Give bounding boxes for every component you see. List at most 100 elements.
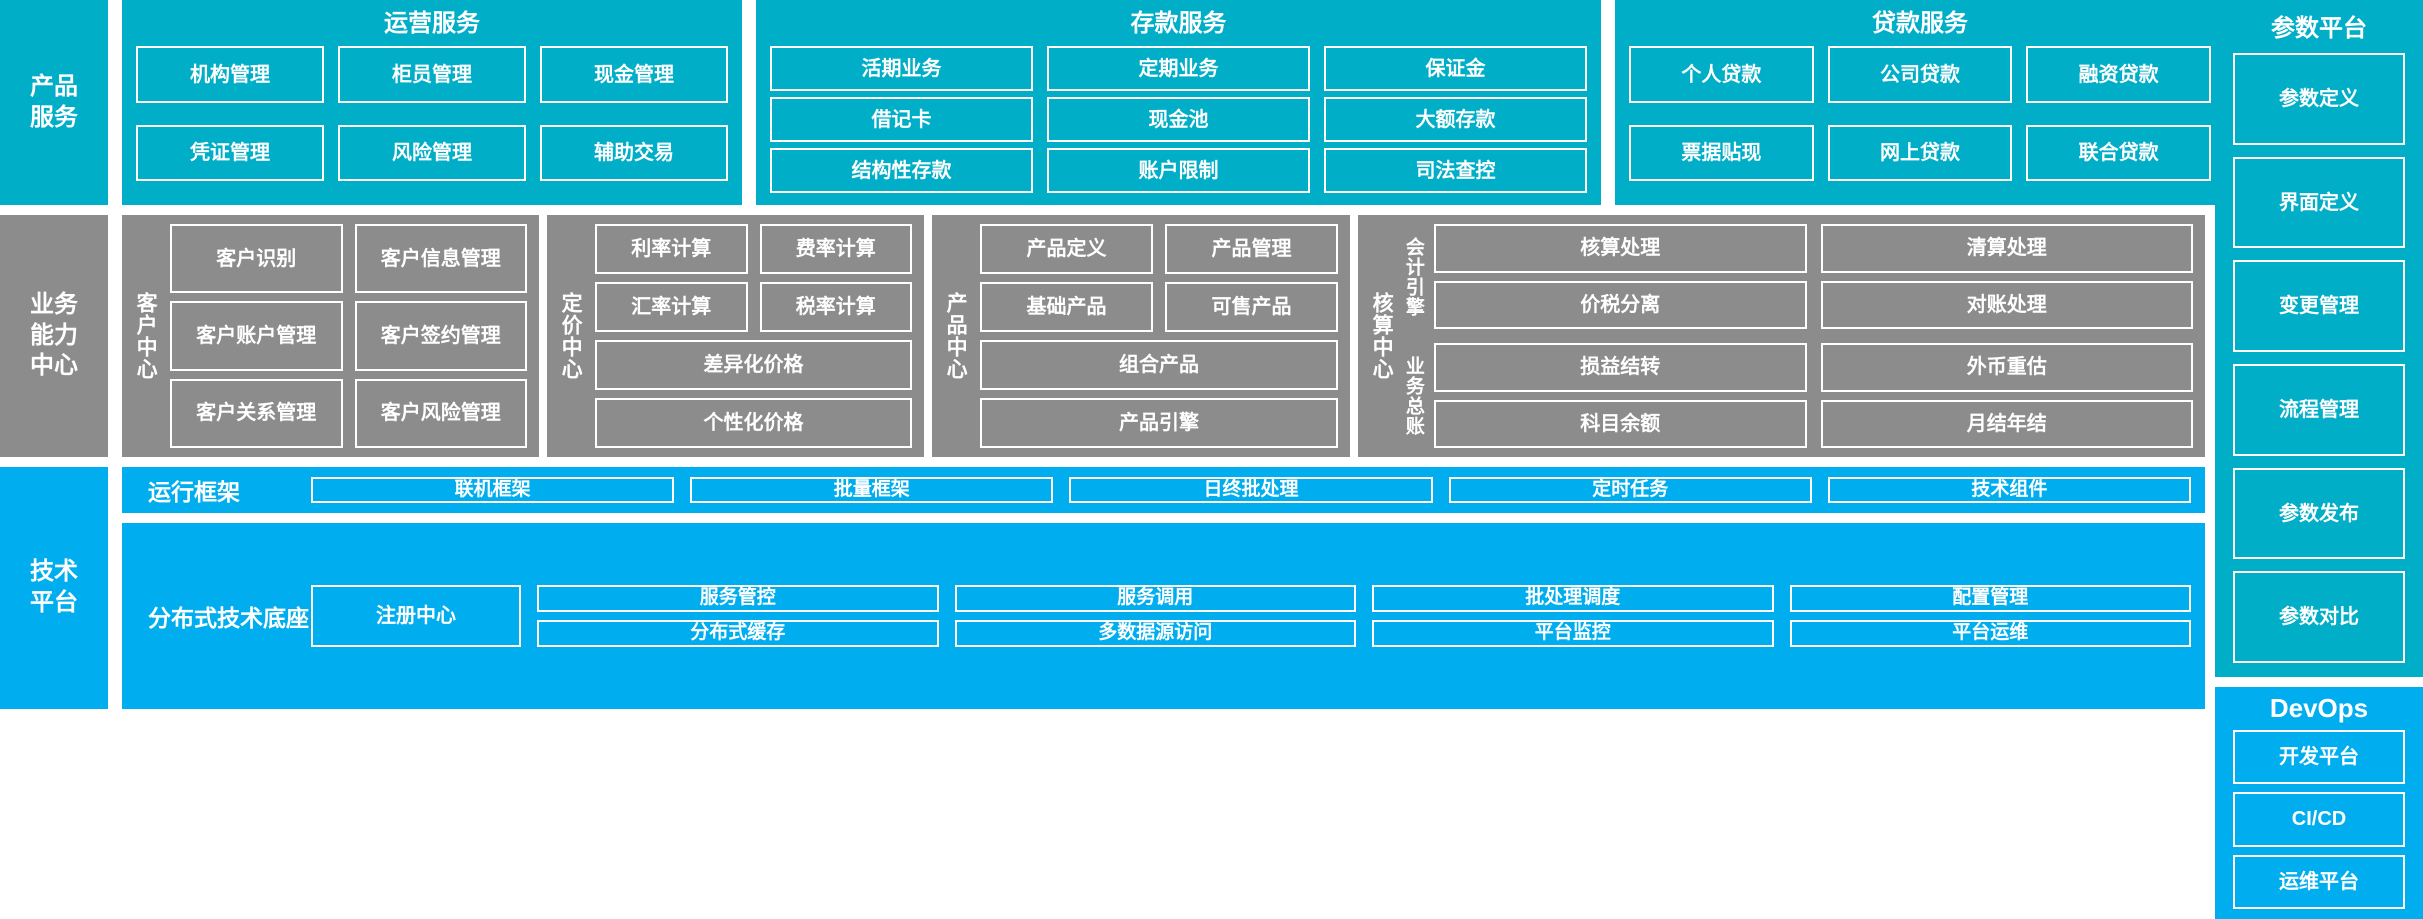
tech-box[interactable]: 多数据源访问 bbox=[954, 620, 1356, 647]
capability-box[interactable]: 价税分离 bbox=[1434, 280, 1807, 329]
service-box[interactable]: 司法查控 bbox=[1324, 148, 1587, 194]
technology-bands: 运行框架 联机框架 批量框架 日终批处理 定时任务 bbox=[122, 467, 2205, 709]
group-title-loan: 贷款服务 bbox=[1872, 10, 1968, 37]
service-box[interactable]: 联合贷款 bbox=[2026, 124, 2212, 182]
general-ledger-grid: 损益结转 外币重估 科目余额 月结年结 bbox=[1434, 343, 2193, 448]
capability-box[interactable]: 客户风险管理 bbox=[354, 378, 527, 448]
center-row: 损益结转 外币重估 bbox=[1434, 343, 2193, 392]
capability-box[interactable]: 产品管理 bbox=[1165, 224, 1338, 274]
capability-box[interactable]: 客户账户管理 bbox=[170, 301, 343, 371]
capability-box[interactable]: 税率计算 bbox=[759, 282, 912, 332]
center-row: 客户账户管理 客户签约管理 bbox=[170, 301, 527, 371]
main-stack: 产品服务 运营服务 机构管理 柜员管理 现金管理 凭证管理 风险管理 辅助交易 bbox=[0, 0, 2225, 709]
capability-box[interactable]: 科目余额 bbox=[1434, 399, 1807, 448]
capability-centers: 客户中心 客户识别 客户信息管理 客户账户管理 客户签约管理 客户关系管理 客户 bbox=[122, 215, 2205, 457]
parameter-box[interactable]: 参数对比 bbox=[2233, 571, 2405, 664]
devops-box[interactable]: CI/CD bbox=[2233, 792, 2405, 847]
subgroup-label-accounting-engine: 会计引擎 bbox=[1402, 236, 1424, 317]
service-box[interactable]: 结构性存款 bbox=[770, 148, 1033, 194]
center-customer: 客户中心 客户识别 客户信息管理 客户账户管理 客户签约管理 客户关系管理 客户 bbox=[122, 215, 539, 457]
capability-box[interactable]: 对账处理 bbox=[1820, 280, 2193, 329]
capability-box[interactable]: 组合产品 bbox=[980, 340, 1338, 390]
capability-box[interactable]: 利率计算 bbox=[595, 224, 748, 274]
capability-box[interactable]: 客户关系管理 bbox=[170, 378, 343, 448]
service-group-loan: 贷款服务 个人贷款 公司贷款 融资贷款 票据贴现 网上贷款 联合贷款 bbox=[1615, 0, 2225, 205]
service-box[interactable]: 机构管理 bbox=[136, 46, 324, 103]
center-label-customer: 客户中心 bbox=[134, 292, 158, 380]
tech-col: 服务调用 多数据源访问 bbox=[954, 585, 1356, 647]
service-box[interactable]: 凭证管理 bbox=[136, 124, 324, 182]
tech-box[interactable]: 配置管理 bbox=[1789, 585, 2191, 612]
capability-box[interactable]: 外币重估 bbox=[1820, 343, 2193, 392]
parameter-box[interactable]: 流程管理 bbox=[2233, 364, 2405, 456]
capability-box[interactable]: 核算处理 bbox=[1434, 224, 1807, 273]
capability-box[interactable]: 损益结转 bbox=[1434, 343, 1807, 392]
tech-box-registry[interactable]: 注册中心 bbox=[311, 585, 521, 647]
center-row: 科目余额 月结年结 bbox=[1434, 399, 2193, 448]
panel-title-parameter-platform: 参数平台 bbox=[2271, 15, 2367, 42]
capability-box[interactable]: 基础产品 bbox=[980, 282, 1153, 332]
service-box[interactable]: 辅助交易 bbox=[540, 124, 728, 182]
service-box[interactable]: 个人贷款 bbox=[1629, 46, 1814, 103]
tech-box[interactable]: 技术组件 bbox=[1827, 476, 2192, 504]
service-box[interactable]: 融资贷款 bbox=[2026, 46, 2212, 103]
panel-parameter-platform: 参数平台 参数定义 界面定义 变更管理 流程管理 参数发布 参数对比 bbox=[2215, 0, 2423, 677]
capability-box[interactable]: 客户签约管理 bbox=[354, 301, 527, 371]
tech-box[interactable]: 分布式缓存 bbox=[537, 620, 939, 647]
center-pricing: 定价中心 利率计算 费率计算 汇率计算 税率计算 差异化价格 bbox=[547, 215, 924, 457]
capability-box[interactable]: 费率计算 bbox=[759, 224, 912, 274]
service-box[interactable]: 借记卡 bbox=[770, 97, 1033, 143]
parameter-box[interactable]: 参数定义 bbox=[2233, 53, 2405, 145]
service-box[interactable]: 柜员管理 bbox=[338, 46, 526, 103]
service-box[interactable]: 票据贴现 bbox=[1629, 124, 1814, 182]
tech-box[interactable]: 批处理调度 bbox=[1372, 585, 1774, 612]
service-box[interactable]: 网上贷款 bbox=[1827, 124, 2013, 182]
service-row: 凭证管理 风险管理 辅助交易 bbox=[136, 124, 728, 182]
parameter-box[interactable]: 参数发布 bbox=[2233, 467, 2405, 560]
center-row: 客户识别 客户信息管理 bbox=[170, 224, 527, 294]
tech-box[interactable]: 批量框架 bbox=[690, 476, 1054, 504]
center-label-pricing: 定价中心 bbox=[559, 292, 583, 380]
devops-box[interactable]: 开发平台 bbox=[2233, 730, 2405, 785]
devops-box[interactable]: 运维平台 bbox=[2233, 854, 2405, 909]
capability-box[interactable]: 产品定义 bbox=[980, 224, 1153, 274]
tech-col: 联机框架 bbox=[311, 476, 675, 504]
capability-box[interactable]: 差异化价格 bbox=[595, 340, 912, 390]
parameter-box[interactable]: 界面定义 bbox=[2233, 156, 2405, 249]
service-group-operation: 运营服务 机构管理 柜员管理 现金管理 凭证管理 风险管理 辅助交易 bbox=[122, 0, 742, 205]
tech-box[interactable]: 定时任务 bbox=[1448, 476, 1812, 504]
tech-box[interactable]: 平台监控 bbox=[1372, 620, 1774, 647]
tech-col: 日终批处理 bbox=[1069, 476, 1433, 504]
service-box[interactable]: 活期业务 bbox=[770, 46, 1033, 92]
service-box[interactable]: 现金池 bbox=[1047, 97, 1310, 143]
tech-col: 配置管理 平台运维 bbox=[1789, 585, 2191, 647]
service-box[interactable]: 保证金 bbox=[1324, 46, 1587, 92]
tech-box[interactable]: 联机框架 bbox=[311, 476, 675, 504]
group-title-deposit: 存款服务 bbox=[1130, 10, 1227, 37]
capability-box[interactable]: 月结年结 bbox=[1820, 399, 2193, 448]
capability-box[interactable]: 客户识别 bbox=[170, 224, 343, 294]
tech-box[interactable]: 服务调用 bbox=[954, 585, 1356, 612]
tech-col: 定时任务 bbox=[1448, 476, 1812, 504]
center-row: 产品引擎 bbox=[980, 398, 1338, 448]
service-box[interactable]: 账户限制 bbox=[1047, 148, 1310, 194]
service-box[interactable]: 现金管理 bbox=[540, 46, 728, 103]
service-box[interactable]: 大额存款 bbox=[1324, 97, 1587, 143]
tech-box[interactable]: 服务管控 bbox=[537, 585, 939, 612]
capability-box[interactable]: 清算处理 bbox=[1820, 224, 2193, 273]
service-box[interactable]: 公司贷款 bbox=[1827, 46, 2013, 103]
capability-box[interactable]: 产品引擎 bbox=[980, 398, 1338, 448]
center-body-pricing: 利率计算 费率计算 汇率计算 税率计算 差异化价格 个性化价格 bbox=[595, 224, 912, 448]
service-box[interactable]: 风险管理 bbox=[338, 124, 526, 182]
capability-box[interactable]: 汇率计算 bbox=[595, 282, 748, 332]
tech-band-label-distributed-base: 分布式技术底座 bbox=[148, 605, 309, 631]
service-box[interactable]: 定期业务 bbox=[1047, 46, 1310, 92]
capability-box[interactable]: 可售产品 bbox=[1165, 282, 1338, 332]
tech-box[interactable]: 平台运维 bbox=[1789, 620, 2191, 647]
capability-box[interactable]: 个性化价格 bbox=[595, 398, 912, 448]
parameter-box[interactable]: 变更管理 bbox=[2233, 260, 2405, 353]
capability-box[interactable]: 客户信息管理 bbox=[354, 224, 527, 294]
tech-box[interactable]: 日终批处理 bbox=[1069, 476, 1433, 504]
tech-col-registry: 注册中心 bbox=[311, 585, 521, 647]
center-accounting: 核算中心 会计引擎 核算处理 清算处理 价税分离 bbox=[1358, 215, 2205, 457]
